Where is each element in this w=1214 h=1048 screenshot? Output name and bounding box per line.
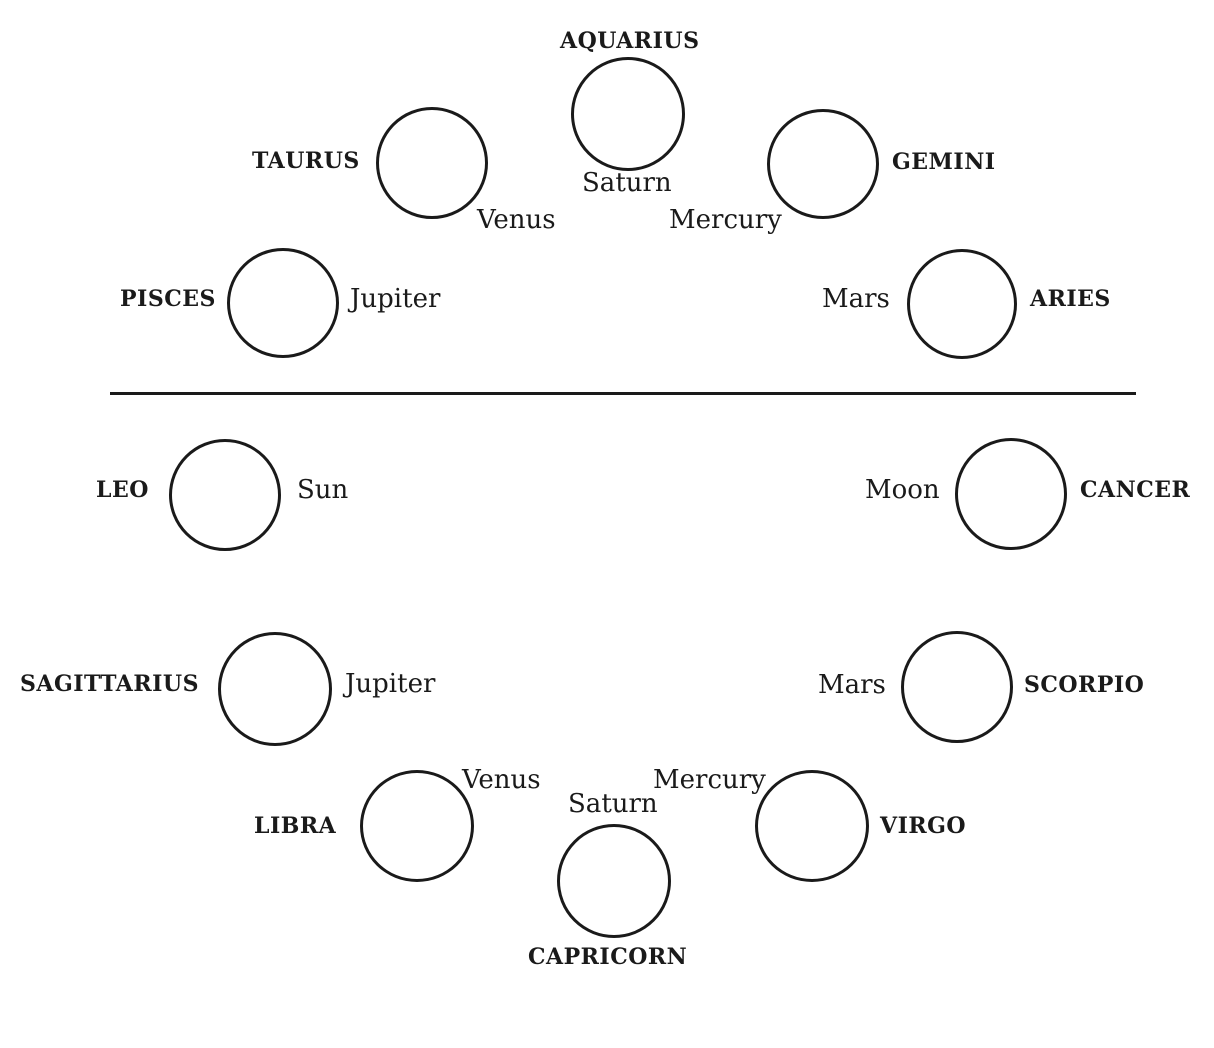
planet-label-scorpio-mars: Mars [818,670,886,700]
circle-aquarius [571,57,685,171]
circle-sagittarius [218,632,332,746]
planet-label-sagittarius-jupiter: Jupiter [345,669,436,699]
sign-label-capricorn: CAPRICORN [528,944,688,970]
sign-label-scorpio: SCORPIO [1024,672,1145,698]
circle-pisces [227,248,339,358]
circle-gemini [767,109,879,219]
sign-label-aries: ARIES [1030,286,1111,312]
horizon-divider-line [110,392,1136,395]
sign-label-gemini: GEMINI [892,149,996,175]
sign-label-libra: LIBRA [254,813,337,839]
planet-label-pisces-jupiter: Jupiter [350,284,441,314]
sign-label-cancer: CANCER [1080,477,1191,503]
circle-capricorn [557,824,671,938]
planet-label-taurus-venus: Venus [477,205,556,235]
sign-label-aquarius: AQUARIUS [560,28,700,54]
circle-cancer [955,438,1067,550]
sign-label-sagittarius: SAGITTARIUS [20,671,200,697]
planet-label-libra-venus: Venus [462,765,541,795]
circle-scorpio [901,631,1013,743]
circle-libra [360,770,474,882]
circle-leo [169,439,281,551]
planet-label-aquarius-saturn: Saturn [582,168,672,198]
planet-label-virgo-mercury: Mercury [653,765,766,795]
planet-label-aries-mars: Mars [822,284,890,314]
circle-taurus [376,107,488,219]
planet-label-capricorn-saturn: Saturn [568,789,658,819]
circle-virgo [755,770,869,882]
sign-label-leo: LEO [96,477,149,503]
sign-label-pisces: PISCES [120,286,216,312]
planet-label-gemini-mercury: Mercury [669,205,782,235]
sign-label-virgo: VIRGO [880,813,967,839]
planet-label-leo-sun: Sun [297,475,349,505]
planet-label-cancer-moon: Moon [865,475,940,505]
sign-label-taurus: TAURUS [252,148,360,174]
circle-aries [907,249,1017,359]
